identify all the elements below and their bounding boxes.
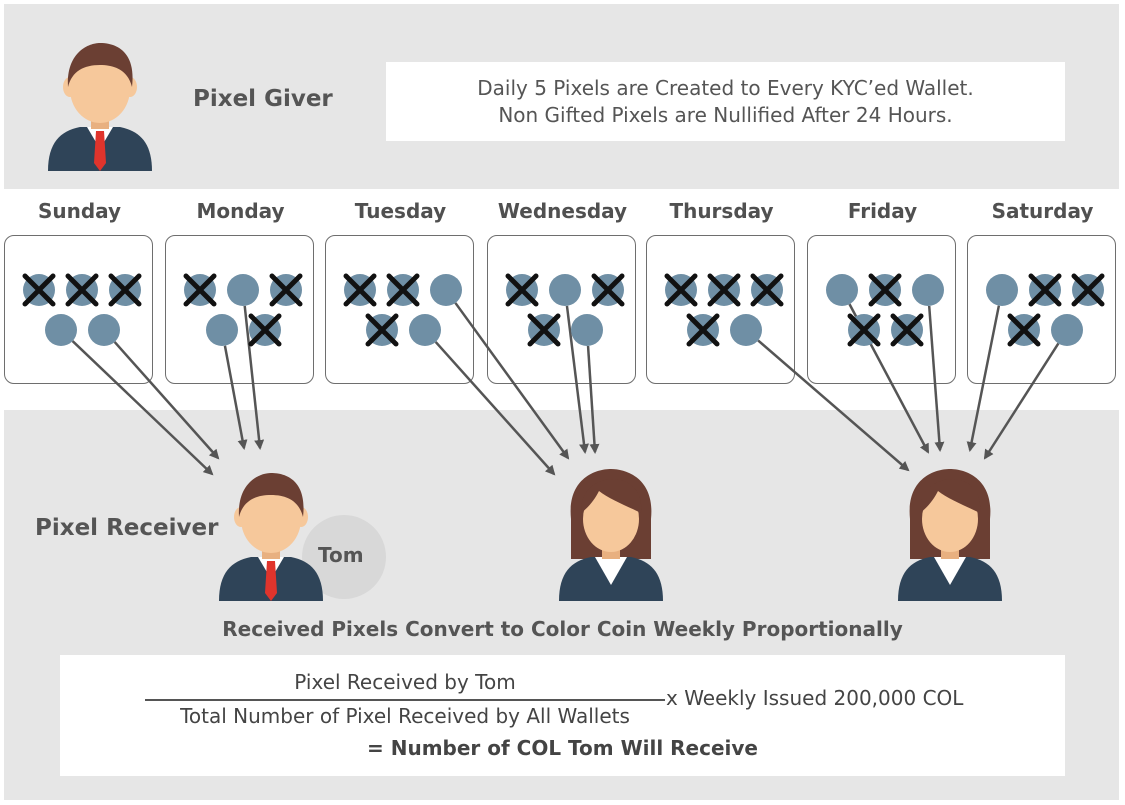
day-box-monday (165, 235, 314, 384)
pixel-gifted (206, 314, 238, 346)
pixels (22, 273, 1105, 347)
info-line-1: Daily 5 Pixels are Created to Every KYC’… (477, 75, 974, 100)
cross-mark (386, 273, 420, 307)
cross-mark (664, 273, 698, 307)
man-avatar-icon (219, 473, 323, 601)
gift-arrow (966, 305, 1001, 452)
woman-avatar-icon (559, 469, 663, 601)
cross-mark (1028, 273, 1062, 307)
cross-mark (707, 273, 741, 307)
gift-arrow (113, 341, 220, 460)
day-box-thursday (646, 235, 795, 384)
day-name: Saturday (991, 199, 1094, 223)
pixel-gifted (912, 274, 944, 306)
cross-mark (868, 273, 902, 307)
cross-mark (527, 313, 561, 347)
cross-mark (750, 273, 784, 307)
gift-arrow (223, 345, 248, 450)
pixel-gifted (227, 274, 259, 306)
cross-mark (183, 273, 217, 307)
pixel-gifted (826, 274, 858, 306)
cross-mark (1007, 313, 1041, 347)
cross-mark (108, 273, 142, 307)
pixel-giver-label: Pixel Giver (193, 86, 333, 112)
day-name: Thursday (669, 199, 774, 223)
formula-denominator: Total Number of Pixel Received by All Wa… (180, 704, 630, 728)
day-name: Tuesday (354, 199, 447, 223)
gift-arrow (757, 339, 910, 472)
pixel-receiver-label: Pixel Receiver (35, 515, 219, 541)
pixel-gifted (409, 314, 441, 346)
gift-arrow (586, 345, 600, 454)
day-box-wednesday (487, 235, 636, 384)
pixel-gifted (88, 314, 120, 346)
gift-arrow (454, 302, 570, 460)
gift-arrow (243, 305, 265, 450)
day-name: Wednesday (497, 199, 628, 223)
pixel-gifted (1051, 314, 1083, 346)
fraction-line (145, 699, 665, 701)
pixel-gifted (430, 274, 462, 306)
formula-result: = Number of COL Tom Will Receive (367, 736, 758, 760)
gift-arrow (927, 305, 945, 452)
day-box-tuesday (325, 235, 474, 384)
cross-mark (248, 313, 282, 347)
gift-arrow (983, 342, 1060, 460)
cross-mark (365, 313, 399, 347)
day-name: Sunday (37, 199, 122, 223)
cross-mark (343, 273, 377, 307)
convert-caption: Received Pixels Convert to Color Coin We… (222, 617, 903, 641)
info-box: Daily 5 Pixels are Created to Every KYC’… (386, 62, 1065, 141)
formula-numerator: Pixel Received by Tom (294, 670, 516, 694)
cross-mark (1071, 273, 1105, 307)
gift-arrows (71, 302, 1060, 476)
formula-box (60, 655, 1065, 776)
gift-arrow (434, 341, 556, 476)
day-name: Friday (847, 199, 918, 223)
cross-mark (847, 313, 881, 347)
cross-mark (22, 273, 56, 307)
pixel-gifted (986, 274, 1018, 306)
cross-mark (505, 273, 539, 307)
cross-mark (686, 313, 720, 347)
formula-multiplier: x Weekly Issued 200,000 COL (666, 686, 964, 710)
info-line-2: Non Gifted Pixels are Nullified After 24… (498, 102, 953, 127)
gift-arrow (565, 305, 589, 454)
man-avatar-icon (48, 43, 152, 171)
cross-mark (65, 273, 99, 307)
cross-mark (890, 313, 924, 347)
day-box-saturday (967, 235, 1116, 384)
day-box-sunday (4, 235, 153, 384)
pixel-gifted (730, 314, 762, 346)
pixel-gifted (45, 314, 77, 346)
receiver-name-tom: Tom (318, 543, 364, 567)
day-box-friday (807, 235, 956, 384)
gift-arrow (71, 340, 214, 476)
woman-avatar-icon (898, 469, 1002, 601)
pixel-gifted (571, 314, 603, 346)
day-name: Monday (196, 199, 285, 223)
cross-mark (269, 273, 303, 307)
pixel-gifted (549, 274, 581, 306)
cross-mark (591, 273, 625, 307)
